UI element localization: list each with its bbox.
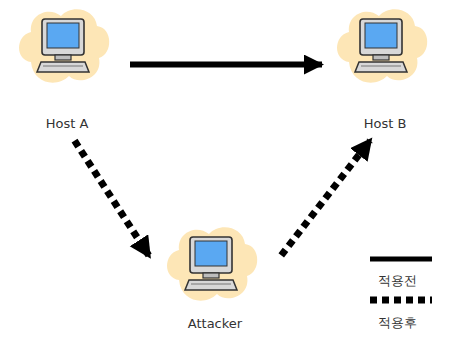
host-node: Attacker: [146, 220, 284, 338]
host-node: Host B: [322, 2, 448, 138]
host-label: Attacker: [146, 316, 284, 331]
solid-arrow: [130, 62, 322, 68]
dotted-arrow: [75, 141, 149, 256]
dotted-arrow: [281, 141, 370, 256]
legend-solid-sample: [370, 257, 432, 262]
legend-label: 적용후: [378, 314, 417, 332]
host-label: Host B: [322, 116, 448, 131]
legend-dotted-sample: [370, 297, 432, 304]
host-node: Host A: [4, 2, 130, 138]
computer-icon: [4, 2, 122, 112]
computer-icon: [146, 220, 276, 330]
computer-icon: [322, 2, 440, 112]
legend-label: 적용전: [378, 272, 417, 290]
host-label: Host A: [4, 116, 130, 131]
